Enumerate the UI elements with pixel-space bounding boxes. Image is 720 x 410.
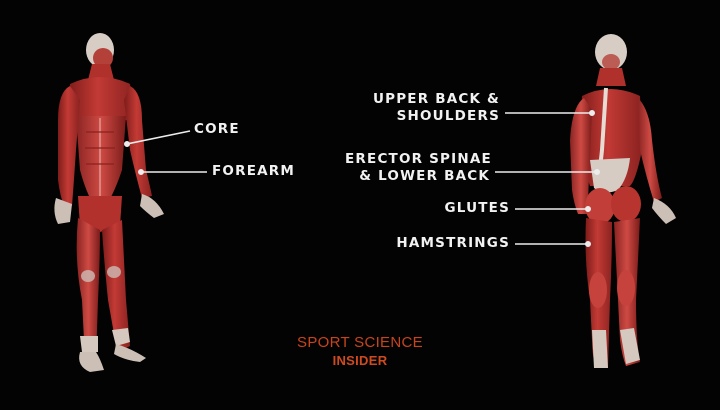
label-hamstrings: HAMSTRINGS bbox=[396, 235, 510, 251]
back-leader-lines bbox=[495, 110, 600, 248]
label-erector-line2: & LOWER BACK bbox=[359, 168, 490, 184]
back-body bbox=[570, 34, 676, 368]
front-leader-lines bbox=[124, 130, 207, 176]
label-erector-line1: ERECTOR SPINAE bbox=[345, 151, 492, 167]
label-core: CORE bbox=[194, 121, 240, 137]
brand-line1: SPORT SCIENCE bbox=[297, 334, 423, 351]
label-erector-spinae: ERECTOR SPINAE & LOWER BACK bbox=[345, 151, 492, 185]
label-upper-back-shoulders: UPPER BACK & SHOULDERS bbox=[370, 91, 500, 125]
label-upper-back-line2: SHOULDERS bbox=[396, 108, 500, 124]
label-forearm: FOREARM bbox=[212, 163, 295, 179]
brand-line2: INSIDER bbox=[332, 353, 388, 368]
label-upper-back-line1: UPPER BACK & bbox=[372, 91, 500, 107]
front-body bbox=[54, 33, 164, 372]
label-glutes: GLUTES bbox=[444, 200, 510, 216]
